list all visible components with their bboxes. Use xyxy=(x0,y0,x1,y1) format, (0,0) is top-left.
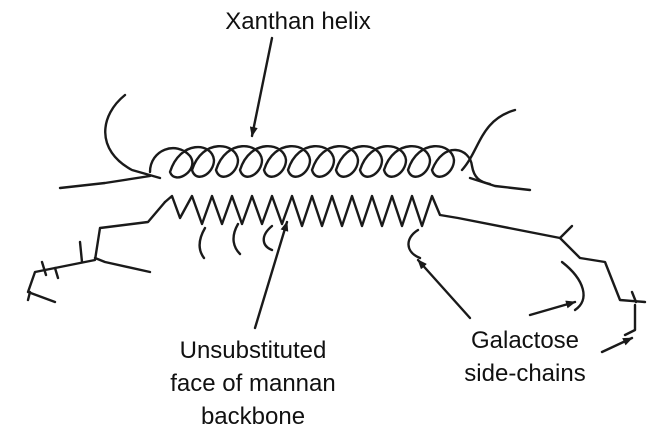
galactose-side-chain-1 xyxy=(200,228,205,258)
xanthan-right-tail xyxy=(462,110,515,170)
leader-arrows xyxy=(252,38,632,352)
arrow-xanthan-helix xyxy=(252,38,272,136)
mannan-left-branch-3 xyxy=(42,262,46,275)
xanthan-right-tail-lower xyxy=(470,178,530,190)
mannan-left-arm xyxy=(28,202,165,302)
mannan-left-branch-1 xyxy=(95,258,150,272)
mannan-left-branch-4 xyxy=(55,268,58,278)
arrow-galactose-2 xyxy=(530,302,575,315)
arrow-galactose-3 xyxy=(602,338,632,352)
label-mannan-line2: face of mannan xyxy=(170,370,335,397)
galactose-side-chain-3 xyxy=(264,226,272,250)
label-galactose-line2: side-chains xyxy=(464,360,585,387)
arrow-galactose-1 xyxy=(418,260,470,318)
galactose-side-chain-6 xyxy=(625,305,635,335)
mannan-backbone-zigzag xyxy=(165,196,560,238)
galactose-side-chain-4 xyxy=(408,230,420,258)
arrow-mannan-backbone xyxy=(255,222,287,328)
galactomannan xyxy=(28,196,645,335)
galactose-side-chain-2 xyxy=(234,224,240,254)
label-mannan-line1: Unsubstituted xyxy=(180,337,327,364)
label-galactose-line1: Galactose xyxy=(471,327,579,354)
mannan-right-branch-1 xyxy=(560,226,572,238)
xanthan-helix xyxy=(60,95,530,190)
xanthan-left-tail-lower xyxy=(60,176,150,188)
mannan-left-branch-2 xyxy=(80,242,82,262)
xanthan-helix-coils xyxy=(150,146,490,184)
label-xanthan-helix: Xanthan helix xyxy=(225,8,370,35)
label-mannan-line3: backbone xyxy=(201,403,305,430)
